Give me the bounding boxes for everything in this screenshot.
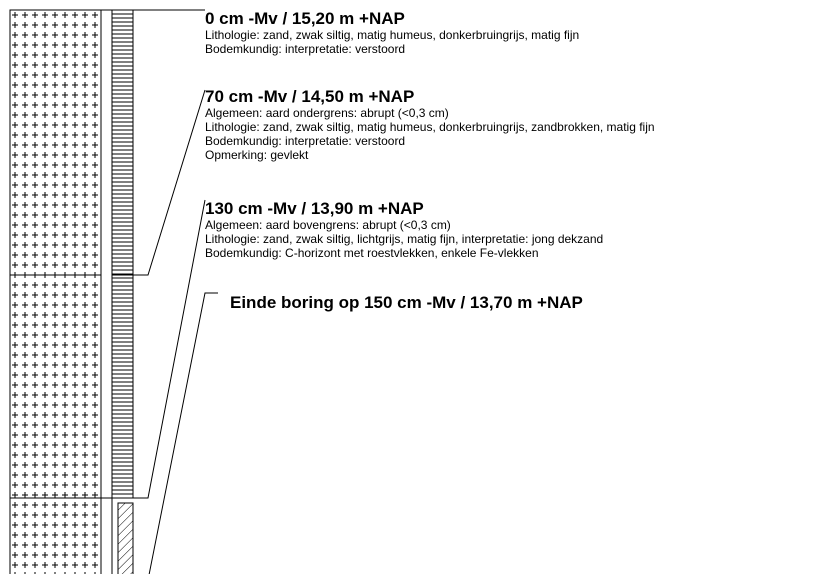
layer-line: Lithologie: zand, zwak siltig, matig hum… [205,120,655,134]
end-of-boring-label: Einde boring op 150 cm -Mv / 13,70 m +NA… [230,293,583,312]
hatched-column [117,502,134,574]
leader-line-70 [133,89,206,276]
narrow-column [100,9,113,574]
layer-heading: 130 cm -Mv / 13,90 m +NAP [205,199,424,218]
layer-label-70: 70 cm -Mv / 14,50 m +NAP Algemeen: aard … [205,87,655,163]
layer-line: Lithologie: zand, zwak siltig, lichtgrij… [205,232,604,246]
layer-line: Bodemkundig: C-horizont met roestvlekken… [205,246,539,260]
layer-heading: 70 cm -Mv / 14,50 m +NAP [205,87,415,106]
layer-line: Bodemkundig: interpretatie: verstoord [205,42,406,56]
humus-column [111,9,134,499]
layer-heading: 0 cm -Mv / 15,20 m +NAP [205,9,405,28]
layer-line: Bodemkundig: interpretatie: verstoord [205,134,406,148]
layer-label-0: 0 cm -Mv / 15,20 m +NAP Lithologie: zand… [205,9,580,57]
lithology-column [9,9,102,574]
layer-label-130: 130 cm -Mv / 13,90 m +NAP Algemeen: aard… [205,199,604,261]
layer-line: Algemeen: aard ondergrens: abrupt (<0,3 … [205,106,449,120]
layer-line: Lithologie: zand, zwak siltig, matig hum… [205,28,580,42]
leader-line-130 [133,199,206,499]
layer-line: Algemeen: aard bovengrens: abrupt (<0,3 … [205,218,451,232]
leader-line-150 [148,292,218,574]
layer-line: Opmerking: gevlekt [205,148,309,162]
